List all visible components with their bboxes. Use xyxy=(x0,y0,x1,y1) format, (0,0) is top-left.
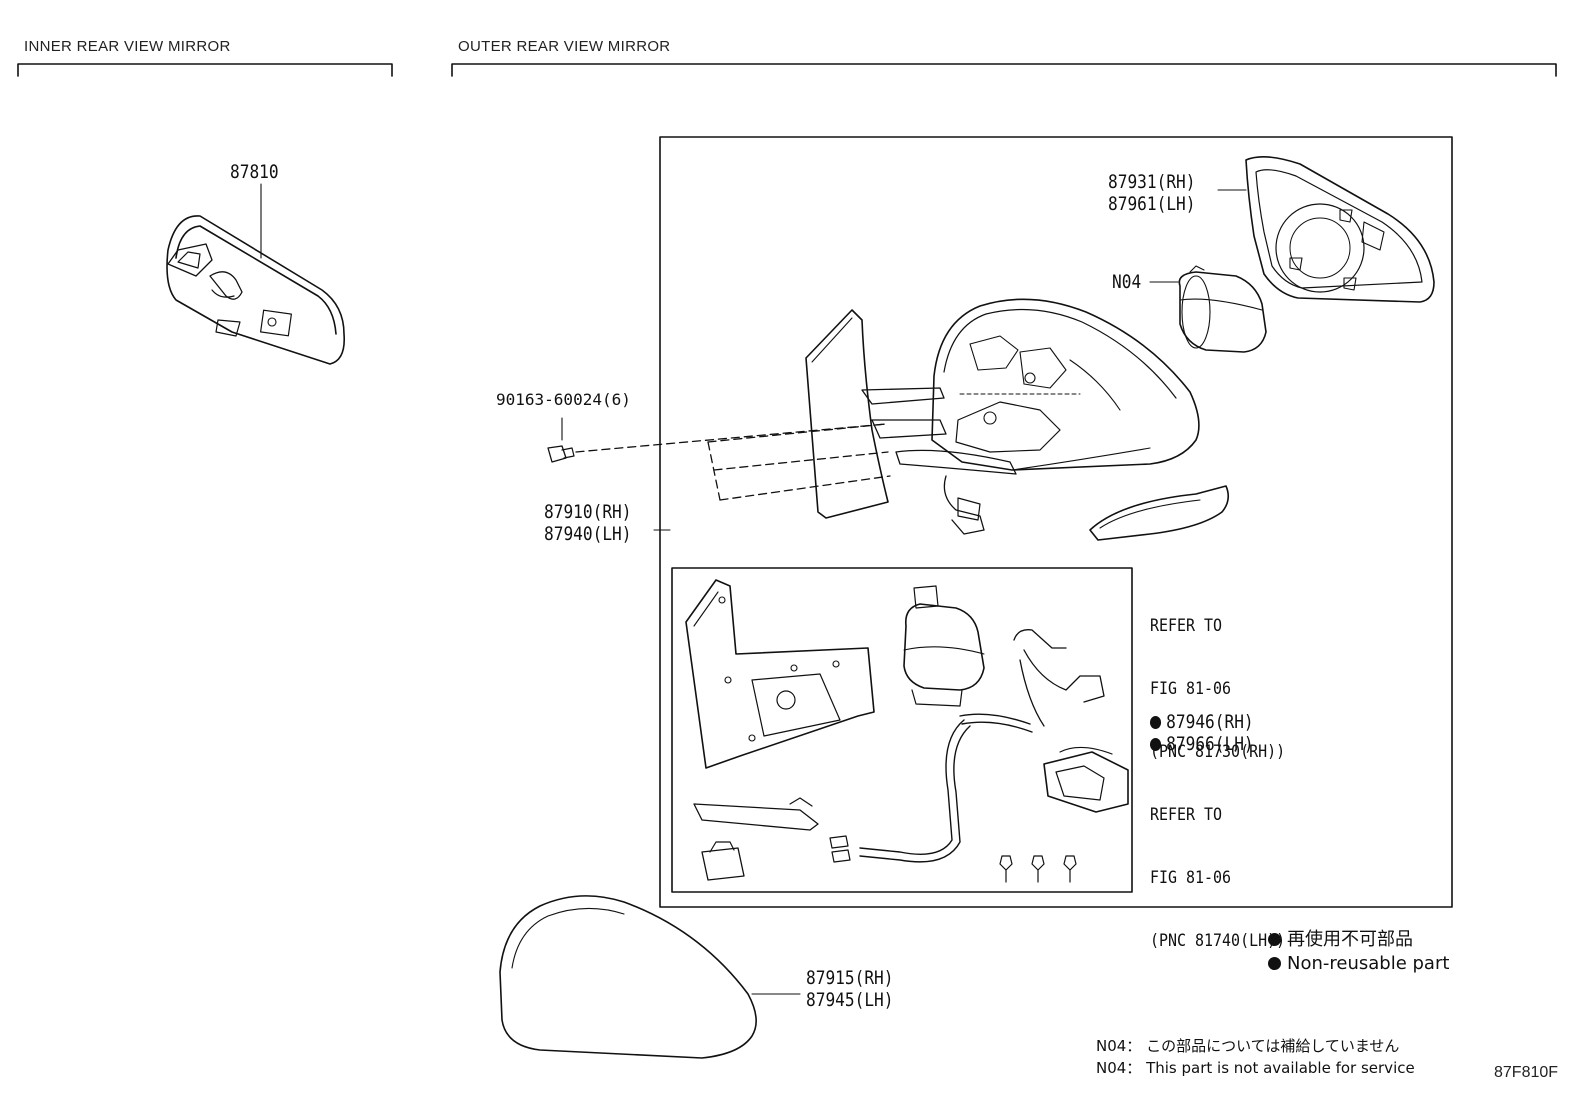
part-number-87946-label: 87946(RH) xyxy=(1166,711,1254,733)
legend-en: Non-reusable part xyxy=(1268,952,1449,976)
refer-rh-line2: FIG 81-06 xyxy=(1150,679,1232,699)
sub-assembly-drawing xyxy=(685,579,1129,883)
legend-en-label: Non-reusable part xyxy=(1287,953,1450,974)
section-title-outer: OUTER REAR VIEW MIRROR xyxy=(458,38,671,55)
section-title-inner: INNER REAR VIEW MIRROR xyxy=(24,38,231,55)
non-reusable-dot-icon xyxy=(1150,716,1162,729)
mirror-body-drawing xyxy=(805,298,1200,535)
non-reusable-dot-icon xyxy=(1150,738,1162,751)
turn-signal-drawing xyxy=(1089,485,1230,541)
legend-jp: 再使用不可部品 xyxy=(1268,928,1449,952)
figure-id: 87F810F xyxy=(1494,1064,1559,1081)
refer-lh-line2: FIG 81-06 xyxy=(1150,868,1232,888)
bolt-drawing xyxy=(547,445,575,463)
part-number-87910: 87910(RH) xyxy=(544,501,632,523)
part-number-87966-label: 87966(LH) xyxy=(1166,733,1254,755)
part-number-87915: 87915(RH) xyxy=(806,967,894,989)
legend: 再使用不可部品 Non-reusable part xyxy=(1268,928,1449,976)
part-number-87940: 87940(LH) xyxy=(544,523,632,545)
mirror-cover-drawing xyxy=(499,895,757,1059)
section-bracket-inner xyxy=(17,63,393,77)
note-n04-jp: N04： この部品については補給していません xyxy=(1096,1037,1400,1055)
mirror-glass-drawing xyxy=(1245,156,1435,303)
part-number-87810: 87810 xyxy=(230,161,279,183)
section-bracket-outer xyxy=(451,63,1557,77)
part-number-87946: 87946(RH) xyxy=(1150,712,1254,733)
part-number-87961: 87961(LH) xyxy=(1108,193,1196,215)
part-number-87931: 87931(RH) xyxy=(1108,171,1196,193)
refer-note-rh: REFER TO FIG 81-06 (PNC 81730(RH)) REFER… xyxy=(1150,574,1285,973)
legend-jp-label: 再使用不可部品 xyxy=(1287,929,1413,950)
legend-dot-icon xyxy=(1268,957,1281,970)
sub-assembly-frame xyxy=(671,567,1133,893)
part-number-87945: 87945(LH) xyxy=(806,989,894,1011)
part-number-n04: N04 xyxy=(1112,271,1142,293)
legend-dot-icon xyxy=(1268,933,1281,946)
note-n04-en: N04： This part is not available for serv… xyxy=(1096,1059,1415,1077)
actuator-n04-drawing xyxy=(1178,265,1267,353)
dashed-install-lines xyxy=(575,423,891,501)
refer-lh-line3: (PNC 81740(LH)) xyxy=(1150,931,1286,951)
part-number-bolt: 90163-60024(6) xyxy=(496,390,631,409)
part-number-87966: 87966(LH) xyxy=(1150,734,1254,755)
outer-mirror-frame xyxy=(659,136,1453,908)
refer-lh-line1: REFER TO xyxy=(1150,805,1223,825)
refer-rh-line1: REFER TO xyxy=(1150,616,1223,636)
inner-mirror-drawing xyxy=(166,215,346,365)
